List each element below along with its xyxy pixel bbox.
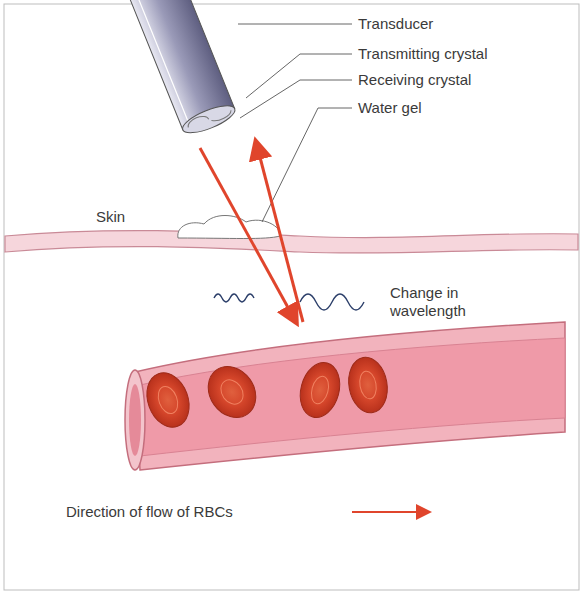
blood-vessel	[125, 322, 565, 470]
part-label: Change in wavelength	[390, 284, 500, 320]
part-label: Water gel	[358, 99, 422, 117]
part-label: Transducer	[358, 15, 433, 33]
caption-label: Direction of flow of RBCs	[66, 503, 233, 521]
long-wave	[300, 294, 364, 310]
skin-band	[5, 231, 578, 254]
red-blood-cells	[140, 354, 392, 433]
part-label: Receiving crystal	[358, 71, 471, 89]
part-label: Skin	[96, 208, 125, 226]
transducer-probe	[127, 0, 238, 138]
frame	[4, 4, 579, 590]
leader-lines	[238, 24, 352, 222]
part-label: Transmitting crystal	[358, 45, 487, 63]
water-gel	[178, 216, 280, 239]
reflected-beam	[256, 142, 303, 322]
flow-arrow	[352, 511, 428, 513]
short-wave	[214, 294, 254, 302]
